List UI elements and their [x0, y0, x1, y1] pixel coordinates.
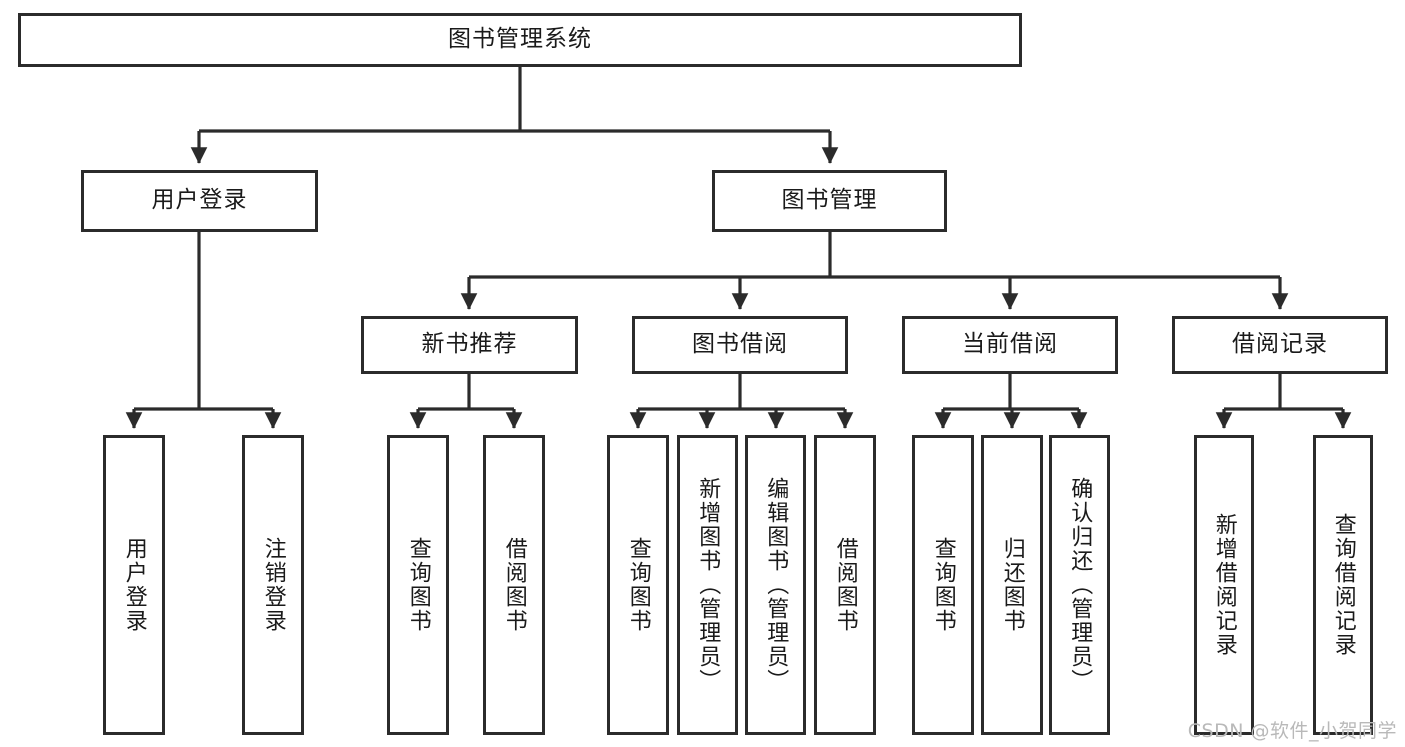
node-book-manage[interactable]: 图书管理 [712, 170, 947, 232]
node-current-borrow[interactable]: 当前借阅 [902, 316, 1118, 374]
node-leaf-edit-book-label: 编辑图书（管理员） [763, 477, 789, 693]
node-book-borrow-label: 图书借阅 [692, 331, 788, 358]
csdn-watermark: CSDN @软件_小贺同学 [1187, 720, 1397, 742]
node-leaf-borrow-book-1-label: 借阅图书 [501, 537, 527, 633]
node-leaf-query-book-1[interactable]: 查询图书 [387, 435, 449, 735]
node-leaf-query-book-3-label: 查询图书 [930, 537, 956, 633]
node-leaf-query-record[interactable]: 查询借阅记录 [1313, 435, 1373, 735]
node-leaf-query-book-1-label: 查询图书 [405, 537, 431, 633]
node-leaf-query-book-2-label: 查询图书 [625, 537, 651, 633]
node-leaf-return-book[interactable]: 归还图书 [981, 435, 1043, 735]
node-leaf-add-book-label: 新增图书（管理员） [695, 477, 721, 693]
node-leaf-add-record-label: 新增借阅记录 [1211, 513, 1237, 657]
node-leaf-logout-label: 注销登录 [260, 537, 286, 633]
node-leaf-query-book-3[interactable]: 查询图书 [912, 435, 974, 735]
node-leaf-return-book-label: 归还图书 [999, 537, 1025, 633]
node-leaf-add-record[interactable]: 新增借阅记录 [1194, 435, 1254, 735]
node-leaf-query-book-2[interactable]: 查询图书 [607, 435, 669, 735]
node-leaf-borrow-book-2[interactable]: 借阅图书 [814, 435, 876, 735]
node-leaf-user-login[interactable]: 用户登录 [103, 435, 165, 735]
node-root[interactable]: 图书管理系统 [18, 13, 1022, 67]
node-leaf-confirm-return-label: 确认归还（管理员） [1067, 477, 1093, 693]
node-leaf-logout[interactable]: 注销登录 [242, 435, 304, 735]
node-borrow-record-label: 借阅记录 [1232, 331, 1328, 358]
node-new-book-recommend-label: 新书推荐 [421, 331, 518, 358]
node-user-login-label: 用户登录 [151, 187, 248, 214]
node-current-borrow-label: 当前借阅 [962, 331, 1058, 358]
node-leaf-add-book[interactable]: 新增图书（管理员） [677, 435, 738, 735]
node-root-label: 图书管理系统 [448, 26, 592, 53]
node-leaf-query-record-label: 查询借阅记录 [1330, 513, 1356, 657]
node-leaf-edit-book[interactable]: 编辑图书（管理员） [745, 435, 806, 735]
node-new-book-recommend[interactable]: 新书推荐 [361, 316, 578, 374]
node-leaf-user-login-label: 用户登录 [121, 537, 147, 633]
node-leaf-confirm-return[interactable]: 确认归还（管理员） [1049, 435, 1110, 735]
node-user-login[interactable]: 用户登录 [81, 170, 318, 232]
node-borrow-record[interactable]: 借阅记录 [1172, 316, 1388, 374]
node-book-borrow[interactable]: 图书借阅 [632, 316, 848, 374]
node-book-manage-label: 图书管理 [781, 187, 878, 214]
node-leaf-borrow-book-1[interactable]: 借阅图书 [483, 435, 545, 735]
node-leaf-borrow-book-2-label: 借阅图书 [832, 537, 858, 633]
